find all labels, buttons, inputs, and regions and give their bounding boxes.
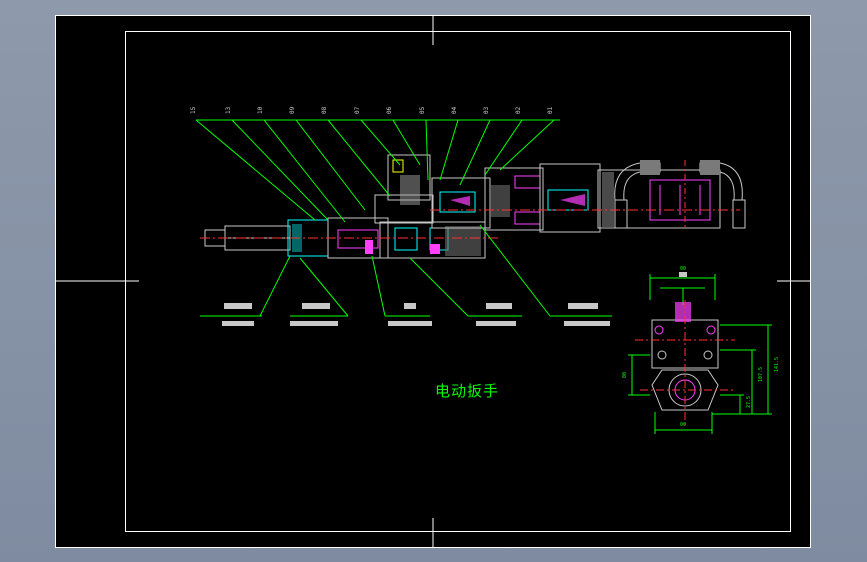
part-label: 02 bbox=[515, 106, 522, 114]
svg-text:27.5: 27.5 bbox=[746, 396, 752, 408]
part-label: 04 bbox=[451, 106, 458, 114]
assembly-section-view bbox=[200, 154, 746, 259]
drawing-frame bbox=[125, 31, 791, 532]
handle-grip-right bbox=[732, 199, 746, 229]
part-label: 10 bbox=[257, 106, 264, 114]
sheet-border bbox=[55, 15, 811, 548]
part-label: 01 bbox=[547, 106, 554, 114]
part-leaders-bottom bbox=[200, 224, 612, 317]
part-number-labels: 15 13 10 09 08 07 06 05 04 03 02 01 bbox=[190, 106, 554, 114]
part-leaders-top bbox=[195, 119, 560, 223]
part-label: 05 bbox=[419, 106, 426, 114]
part-label: 06 bbox=[386, 106, 393, 114]
part-label: 15 bbox=[190, 106, 197, 114]
svg-text:141.5: 141.5 bbox=[774, 357, 780, 372]
handle-grip-left bbox=[614, 199, 628, 229]
part-label: 09 bbox=[289, 106, 296, 114]
side-view bbox=[628, 272, 772, 434]
part-label: 03 bbox=[483, 106, 490, 114]
svg-text:00: 00 bbox=[622, 372, 628, 378]
part-label: 08 bbox=[321, 106, 328, 114]
gear-stage-3 bbox=[539, 163, 601, 233]
part-label: 07 bbox=[354, 106, 361, 114]
svg-text:00: 00 bbox=[680, 266, 686, 272]
motor-body bbox=[597, 169, 721, 229]
drawing-title: 电动扳手 bbox=[435, 382, 500, 400]
callout-blocks bbox=[222, 303, 610, 326]
gear-stage-2 bbox=[484, 167, 544, 231]
side-lower-hex bbox=[651, 369, 719, 411]
part-label: 13 bbox=[225, 106, 232, 114]
dimension-text: 00 00 00 27.5 107.5 141.5 bbox=[622, 266, 780, 428]
svg-text:00: 00 bbox=[680, 422, 686, 428]
svg-text:107.5: 107.5 bbox=[758, 367, 764, 382]
